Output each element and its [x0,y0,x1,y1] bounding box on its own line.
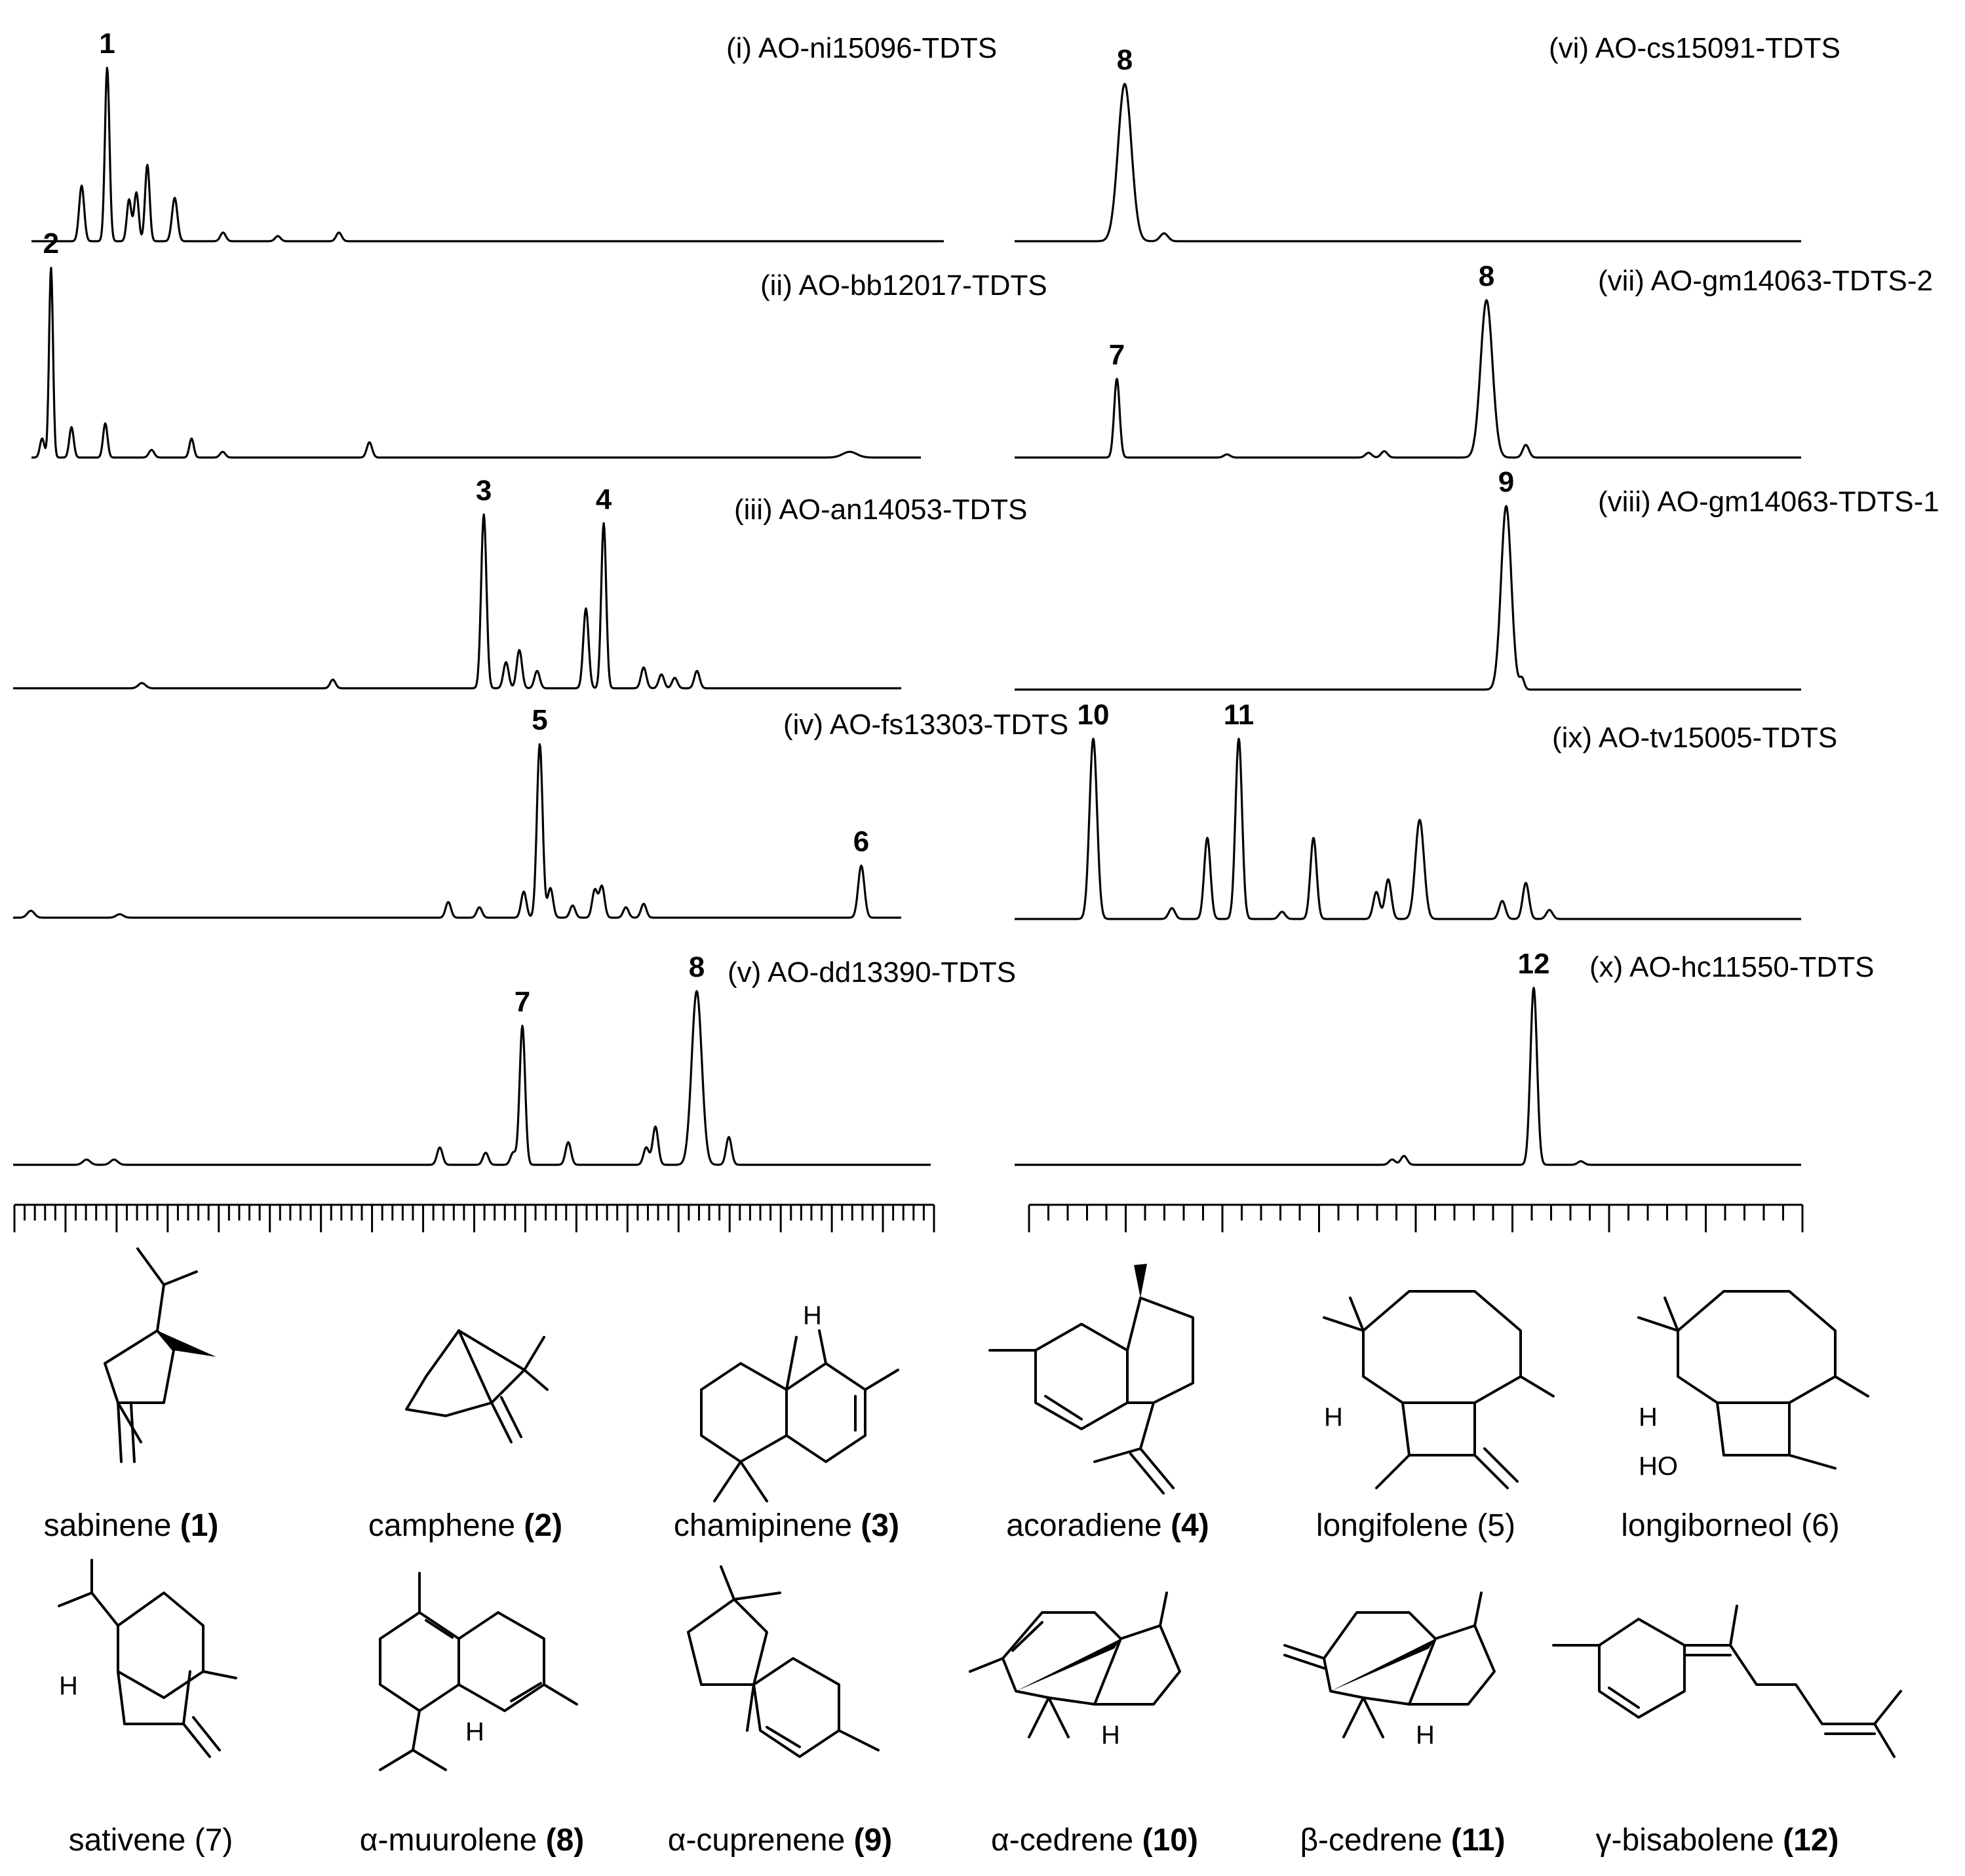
peak-label: 7 [515,986,530,1018]
trace-label: (ix) AO-tv15005-TDTS [1552,722,1837,754]
peak-label: 12 [1518,948,1550,980]
structure-beta-cedrene: H [1283,1592,1496,1749]
caption-6: longiborneol (6) [1621,1508,1840,1543]
trace-panel-7: (vii) AO-gm14063-TDTS-2 7 8 [1014,260,1933,459]
chromatogram-line [12,513,902,690]
peak-label: 11 [1224,699,1255,731]
caption-8: α-muurolene (8) [359,1823,585,1858]
structures: H H [58,1247,1902,1771]
peak-label: 5 [532,704,547,736]
peak-label: 8 [1479,260,1494,292]
atom-h: H [59,1671,78,1700]
trace-label: (viii) AO-gm14063-TDTS-1 [1598,486,1939,518]
structure-chamipinene: H [700,1301,899,1502]
chromatogram-line [1014,737,1802,920]
structure-sabinene [104,1247,216,1463]
structure-longifolene: H [1323,1290,1555,1489]
caption-3: chamipinene (3) [673,1508,900,1543]
caption-5: longifolene (5) [1315,1508,1516,1543]
axis-left [13,1203,935,1232]
peak-label: 6 [853,826,869,858]
chromatogram-line [31,66,944,243]
caption-2: camphene (2) [368,1508,563,1543]
caption-9: α-cuprenene (9) [667,1823,893,1858]
atom-h: H [465,1717,484,1746]
trace-label: (vi) AO-cs15091-TDTS [1549,32,1840,64]
structure-sativene: H [58,1559,237,1758]
caption-11: β-cedrene (11) [1300,1823,1506,1858]
structure-longiborneol: H HO [1637,1290,1869,1481]
structure-acoradiene [988,1264,1194,1495]
chromatogram-line [1014,987,1802,1166]
peak-label: 1 [99,28,115,60]
caption-7: sativene (7) [68,1823,233,1858]
chromatogram-line [1014,83,1802,243]
trace-label: (x) AO-hc11550-TDTS [1589,951,1874,983]
trace-label: (ii) AO-bb12017-TDTS [760,269,1047,302]
peak-label: 8 [1117,44,1133,76]
trace-panel-8: (viii) AO-gm14063-TDTS-1 9 [1014,466,1939,691]
caption-4: acoradiene (4) [1006,1508,1209,1543]
peak-label: 4 [596,483,612,515]
trace-panel-2: (ii) AO-bb12017-TDTS 2 [31,227,1047,459]
chromatogram-line [1014,505,1802,691]
chromatogram-line [31,267,922,459]
trace-label: (v) AO-dd13390-TDTS [728,956,1016,988]
peak-label: 8 [689,951,705,983]
atom-ho: HO [1639,1452,1678,1481]
axis-right [1028,1203,1804,1232]
atom-h: H [803,1301,822,1330]
structure-muurolene: H [379,1572,578,1771]
structure-camphene [405,1329,549,1443]
trace-label: (iii) AO-an14053-TDTS [734,494,1027,526]
atom-h: H [1324,1403,1343,1432]
trace-panel-1: (i) AO-ni15096-TDTS 1 [31,28,997,243]
time-axes [13,1203,1804,1232]
caption-12: γ-bisabolene (12) [1595,1823,1839,1858]
trace-panel-4: (iv) AO-fs13303-TDTS 5 6 [12,704,1068,919]
caption-10: α-cedrene (10) [991,1823,1198,1858]
chromatogram-line [1014,299,1802,459]
peak-label: 9 [1498,466,1514,498]
peak-label: 10 [1078,699,1110,731]
trace-panel-3: (iii) AO-an14053-TDTS 3 4 [12,475,1027,690]
structure-cuprenene [687,1565,880,1758]
caption-1: sabinene (1) [43,1508,219,1543]
atom-h: H [1101,1721,1120,1749]
trace-panel-6: (vi) AO-cs15091-TDTS 8 [1014,32,1840,243]
peak-label: 2 [43,227,59,260]
chromatogram-line [12,743,902,919]
chromatogram-line [12,990,931,1166]
structure-gamma-bisabolene [1552,1605,1902,1758]
structure-alpha-cedrene: H [969,1592,1181,1749]
atom-h: H [1639,1403,1658,1432]
atom-h: H [1416,1721,1435,1749]
trace-label: (iv) AO-fs13303-TDTS [783,709,1068,741]
peak-label: 3 [476,475,492,507]
trace-label: (vii) AO-gm14063-TDTS-2 [1598,265,1933,297]
trace-panel-10: (x) AO-hc11550-TDTS 12 [1014,948,1874,1166]
peak-label: 7 [1109,339,1125,371]
chromatogram-traces: (i) AO-ni15096-TDTS 1 (ii) AO-bb12017-TDTS… [12,28,1939,1166]
trace-panel-9: (ix) AO-tv15005-TDTS 10 11 [1014,699,1837,920]
trace-label: (i) AO-ni15096-TDTS [726,32,997,64]
trace-panel-5: (v) AO-dd13390-TDTS 7 8 [12,951,1016,1166]
